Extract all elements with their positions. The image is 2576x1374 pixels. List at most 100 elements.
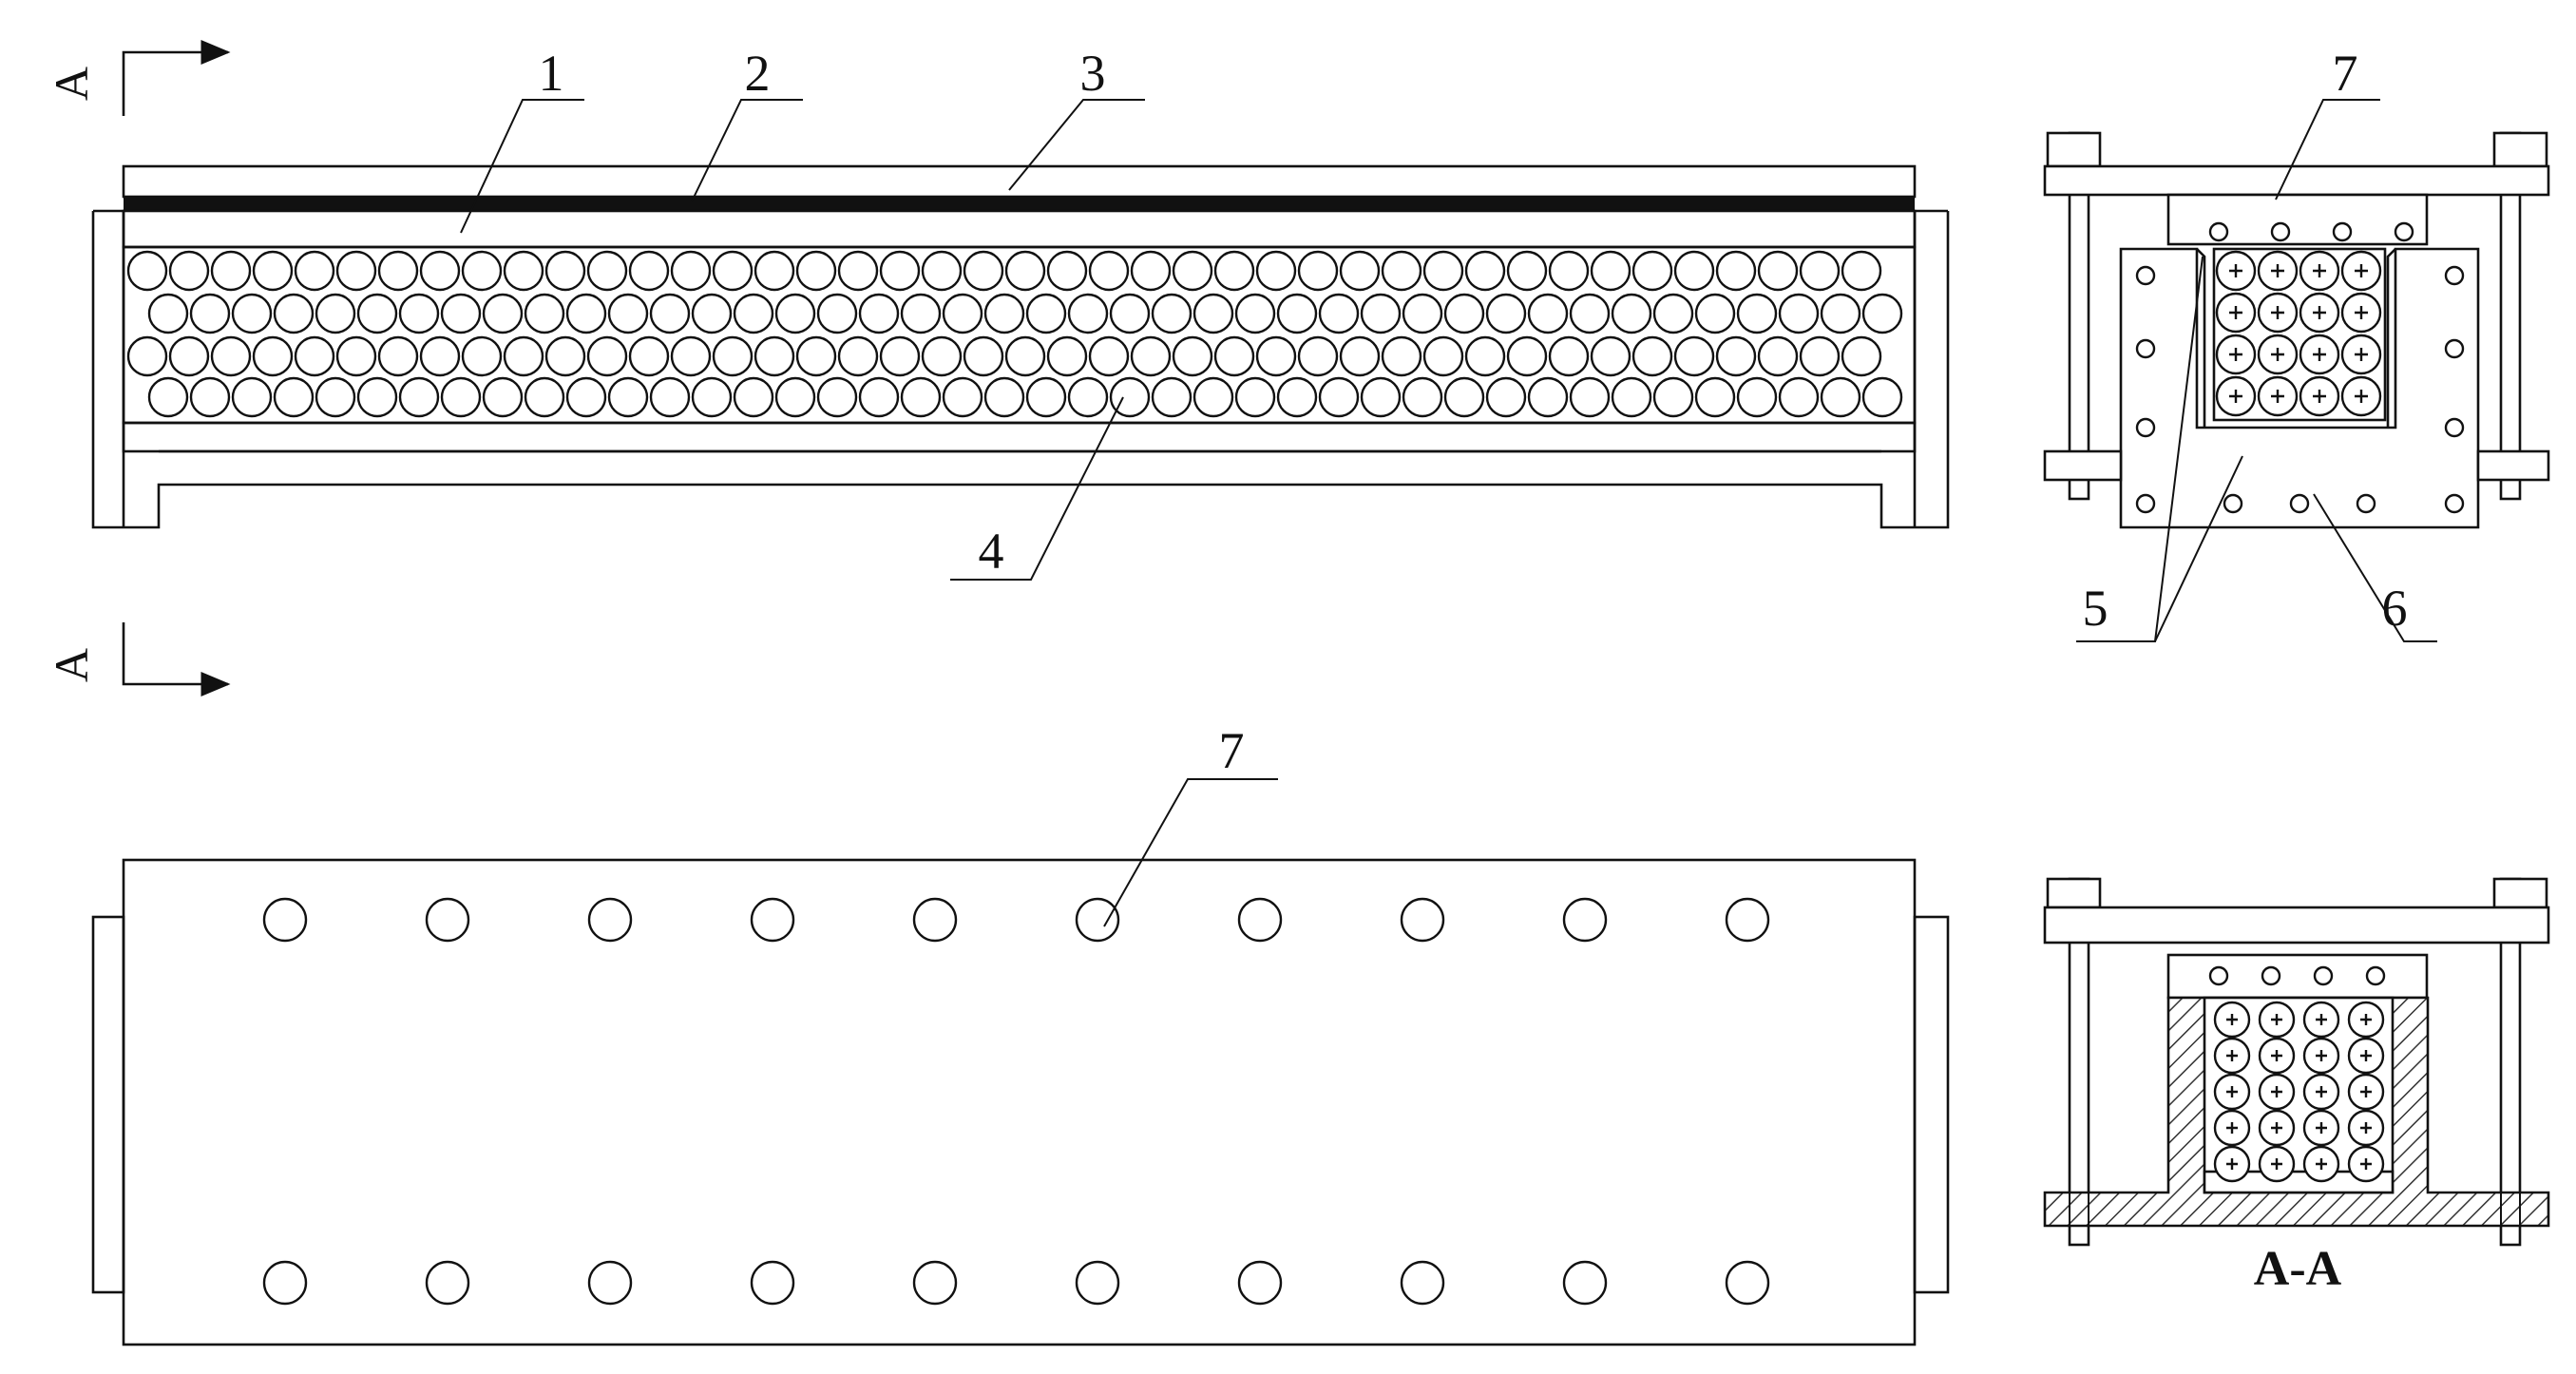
particle [1213,335,1255,377]
particle [335,335,377,377]
side-frame-inner-r [2386,248,2396,428]
particle-mark [2313,348,2326,361]
particle [1673,250,1715,292]
section-letter-bottom: A [45,648,98,682]
particle [1631,335,1673,377]
particle-mark [2360,1158,2372,1170]
bolt-hole [1400,897,1445,943]
particle [1004,250,1046,292]
particle-mark [2355,348,2368,361]
particle [670,335,712,377]
particle [189,293,231,334]
particle [294,335,335,377]
particle [795,250,837,292]
plan-right-tab [1913,915,1950,1294]
particle [1360,376,1402,418]
frame-hole [2356,493,2376,514]
vent-hole [2332,221,2353,242]
side-top-plate [2043,164,2550,197]
section-caption: A-A [2254,1242,2342,1296]
particle [1088,335,1130,377]
particle-mark [2226,1014,2238,1025]
particle-mark [2271,1086,2282,1097]
particle [461,250,503,292]
section-arrow-bottom [122,622,231,697]
particle-mark [2316,1050,2327,1061]
particle [1088,250,1130,292]
sec-nut-tl [2046,877,2102,909]
particle [1820,376,1861,418]
particle [126,335,168,377]
particle [963,250,1004,292]
particle [795,335,837,377]
particle [900,376,942,418]
particle [774,376,816,418]
particle [1151,376,1193,418]
frame-hole [2444,417,2465,438]
particle [607,293,649,334]
particle [503,250,544,292]
particle-mark [2229,264,2242,277]
particle [900,293,942,334]
particle-mark [2271,1158,2282,1170]
particle [1694,376,1736,418]
plan-view: 7 [91,722,1950,1346]
particle [356,293,398,334]
particle [482,376,524,418]
particle [983,376,1025,418]
label-7-plan: 7 [1219,722,1245,779]
particle [1067,293,1109,334]
particle [1778,293,1820,334]
frame-hole [2135,265,2156,286]
particle [586,335,628,377]
bolt-hole [262,1260,308,1306]
label-3: 3 [1080,45,1106,102]
particle-mark [2355,306,2368,319]
side-nut-tl [2046,131,2102,168]
particle [231,293,273,334]
bolt-hole [1725,1260,1770,1306]
particle [691,376,733,418]
particle [837,250,879,292]
particle [565,293,607,334]
particle [1193,293,1234,334]
particle [315,376,356,418]
pressure-plate [122,209,1917,249]
particle [1339,335,1381,377]
label-2: 2 [745,45,771,102]
sec-pressure-holes [2208,965,2386,986]
particle [1234,376,1276,418]
particle [1402,376,1443,418]
vent-hole [2270,221,2291,242]
side-frame-inner-l [2196,248,2206,428]
particle [1757,250,1799,292]
particle [1715,335,1757,377]
particle-mark [2355,264,2368,277]
particle [670,250,712,292]
particle [712,250,754,292]
particle [1025,293,1067,334]
particle [607,376,649,418]
bolt-hole [1725,897,1770,943]
particle [983,293,1025,334]
label-7-side: 7 [2333,45,2358,102]
particle [921,335,963,377]
particle [1130,250,1172,292]
side-bottom-plate-l [2043,449,2123,482]
particle [942,376,983,418]
particle-mark [2313,306,2326,319]
side-bottom-plate-r [2476,449,2550,482]
particle [1820,293,1861,334]
vent-hole [2208,965,2229,986]
side-pressure-holes [2208,221,2414,242]
particle [1548,250,1590,292]
particle-mark [2360,1014,2372,1025]
particle [461,335,503,377]
plan-left-tab [91,915,125,1294]
particle [398,293,440,334]
bolt-hole [1075,1260,1120,1306]
particle [963,335,1004,377]
particle [1757,335,1799,377]
particle [879,250,921,292]
